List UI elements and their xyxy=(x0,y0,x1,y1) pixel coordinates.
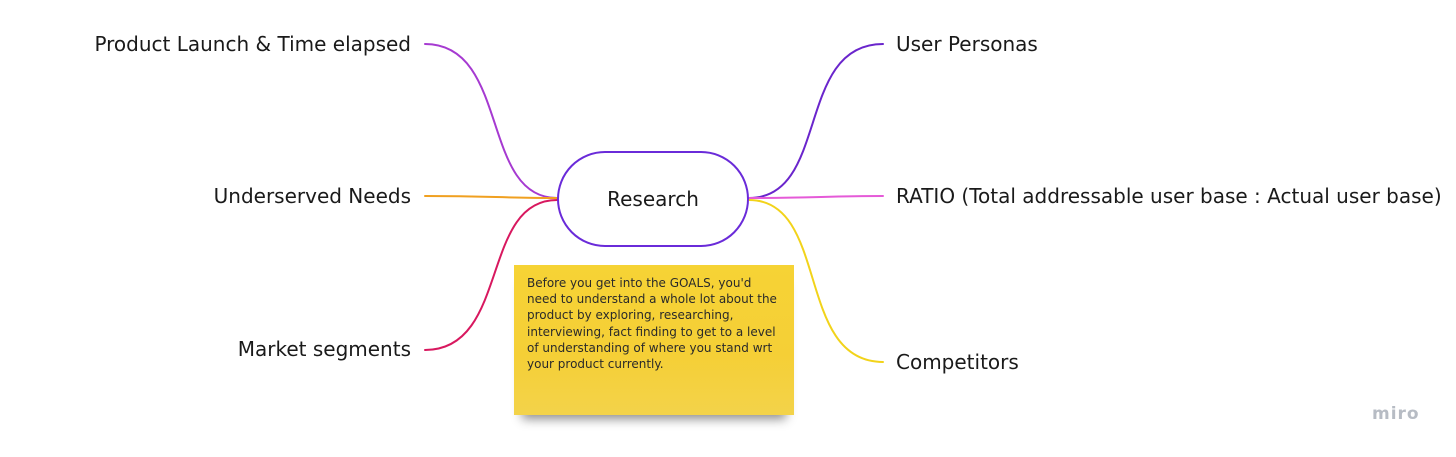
edge-ratio xyxy=(748,195,884,199)
branch-label: Underserved Needs xyxy=(213,184,411,208)
edge-market-segments xyxy=(424,199,558,351)
edge-user-personas xyxy=(748,43,884,199)
sticky-note-text: Before you get into the GOALS, you'd nee… xyxy=(527,276,777,372)
branch-label: User Personas xyxy=(896,32,1038,56)
miro-logo-text: miro xyxy=(1372,404,1420,424)
sticky-note[interactable]: Before you get into the GOALS, you'd nee… xyxy=(514,265,794,415)
branch-label: Competitors xyxy=(896,350,1019,374)
branch-node-competitors[interactable]: Competitors xyxy=(896,349,1019,375)
branch-label: Product Launch & Time elapsed xyxy=(94,32,411,56)
miro-watermark: miro xyxy=(1372,404,1420,424)
center-node-research[interactable]: Research xyxy=(557,151,749,247)
branch-node-underserved-needs[interactable]: Underserved Needs xyxy=(214,183,411,209)
branch-node-market-segments[interactable]: Market segments xyxy=(238,336,411,362)
edge-underserved-needs xyxy=(424,195,558,199)
edge-competitors xyxy=(748,199,884,363)
branch-node-ratio[interactable]: RATIO (Total addressable user base : Act… xyxy=(896,183,1442,209)
branch-node-product-launch[interactable]: Product Launch & Time elapsed xyxy=(94,31,411,57)
branch-label: RATIO (Total addressable user base : Act… xyxy=(896,184,1442,208)
center-node-label: Research xyxy=(607,187,699,211)
branch-node-user-personas[interactable]: User Personas xyxy=(896,31,1038,57)
branch-label: Market segments xyxy=(237,337,411,361)
edge-product-launch xyxy=(424,43,558,199)
